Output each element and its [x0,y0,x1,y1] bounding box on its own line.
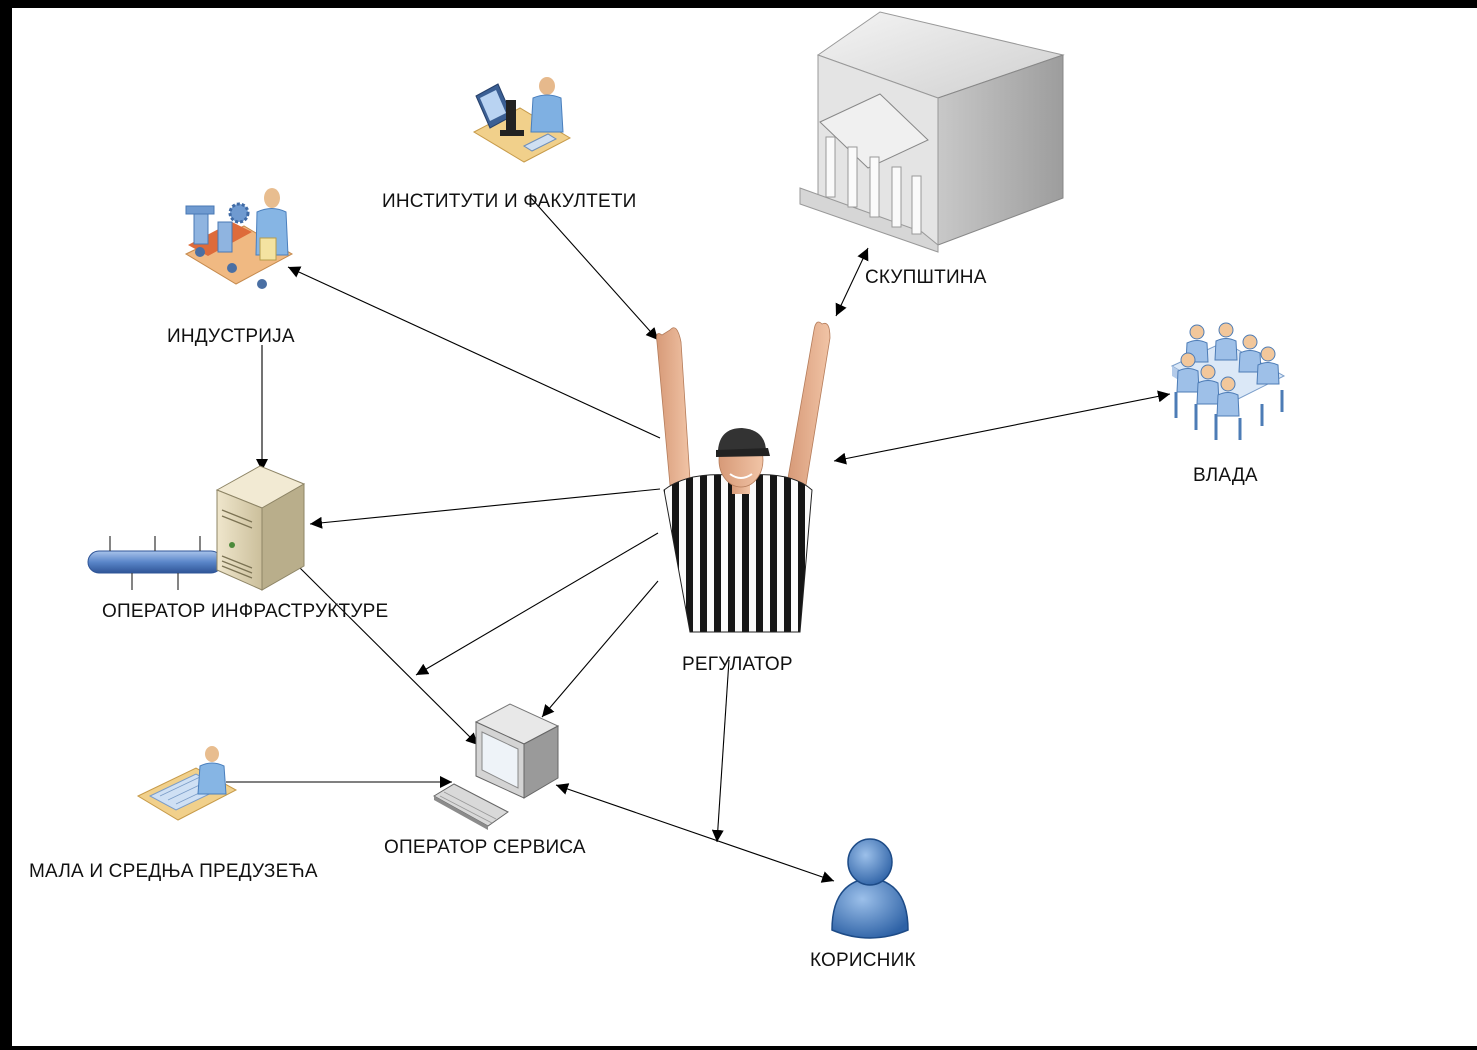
node-label-user: КОРИСНИК [810,950,916,971]
parliament-building-icon [799,11,1065,253]
edge-regulator-infrastructure [309,488,661,529]
node-label-service-operator: ОПЕРАТОР СЕРВИСА [384,837,586,858]
diagram-svg [87,11,1286,939]
industry-worker-icon [184,188,294,289]
edge-regulator-user [711,659,730,843]
user-icon [831,838,909,939]
node-label-regulator: РЕГУЛАТОР [682,654,793,675]
server-network-icon [87,465,306,591]
edge-regulator-government [833,390,1171,465]
scientist-microscope-icon [472,77,572,163]
node-label-infrastructure-operator: ОПЕРАТОР ИНФРАСТРУКТУРЕ [102,601,389,622]
edge-infrastructure-service [297,565,479,746]
referee-icon [656,321,831,633]
diagram-canvas: ИНСТИТУТИ И ФАКУЛТЕТИ СКУПШТИНА ИНДУСТРИ… [12,8,1477,1046]
government-meeting-icon [1170,322,1286,440]
node-label-parliament: СКУПШТИНА [865,267,987,288]
node-label-government: ВЛАДА [1193,465,1258,486]
edge-regulator-industry [287,266,661,439]
node-label-institutes: ИНСТИТУТИ И ФАКУЛТЕТИ [382,191,637,212]
computer-terminal-icon [433,703,560,830]
edge-regulator-service-1 [415,532,659,676]
edge-service-user [555,783,835,883]
office-worker-desk-icon [136,746,238,821]
connectors [226,197,1171,883]
node-label-industry: ИНДУСТРИЈА [167,326,295,347]
edge-parliament-regulator [835,247,869,317]
node-label-sme: МАЛА И СРЕДЊА ПРЕДУЗЕЋА [29,861,318,882]
edge-institutes-regulator [530,197,659,341]
edge-regulator-service-2 [541,580,659,718]
